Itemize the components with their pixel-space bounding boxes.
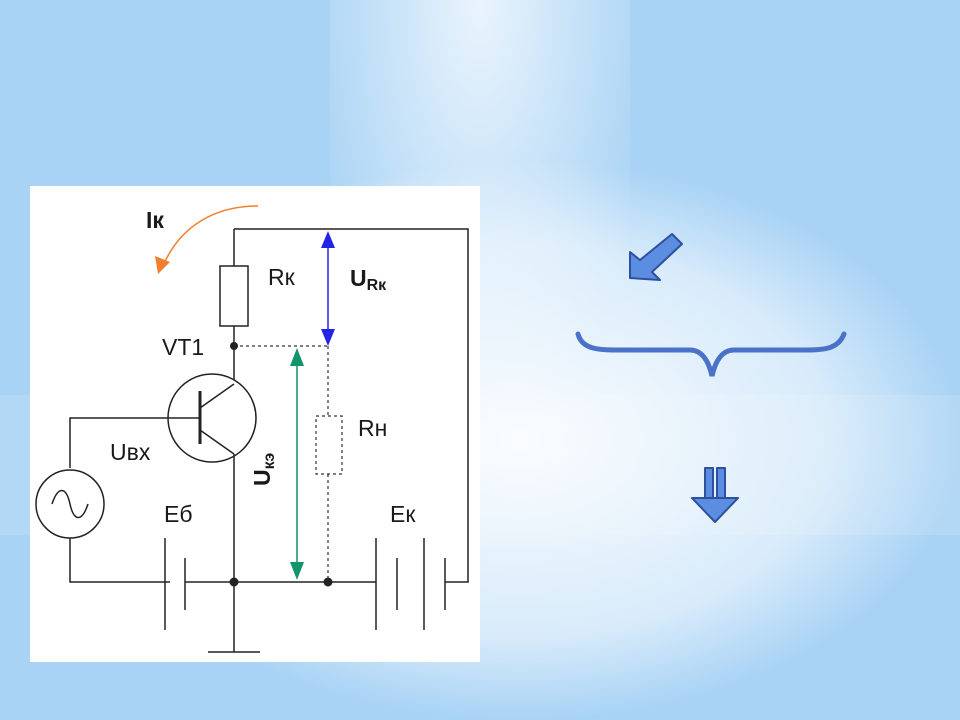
transistor-label: VT1 [162, 334, 204, 360]
top-wire [234, 228, 469, 583]
sine-icon [51, 489, 89, 519]
circuit-diagram: Iк Rк URк VT1 Rн Uвх Uкэ Eб Eк [30, 186, 480, 662]
arrow-down-left-icon [629, 233, 683, 281]
collector-source-label: Eк [390, 501, 416, 527]
collector-current-label: Iк [146, 207, 164, 233]
voltage-ke-label: Uкэ [249, 453, 278, 486]
load-resistor-label: Rн [358, 415, 387, 441]
base-source-label: Eб [164, 501, 193, 527]
load-resistor [315, 415, 343, 475]
current-arrow [162, 205, 259, 267]
voltage-rk-arrow [321, 231, 335, 346]
circuit-schematic: Iк Rк URк VT1 Rн Uвх Uкэ Eб Eк [35, 205, 469, 653]
double-arrow-down-icon [691, 467, 739, 523]
collector-resistor [219, 265, 249, 327]
voltage-ke-arrow [290, 348, 304, 580]
voltage-rk-label: URк [350, 265, 387, 294]
collector-resistor-label: Rк [268, 264, 296, 290]
curly-brace-icon [575, 331, 847, 377]
input-voltage-label: Uвх [110, 439, 151, 465]
